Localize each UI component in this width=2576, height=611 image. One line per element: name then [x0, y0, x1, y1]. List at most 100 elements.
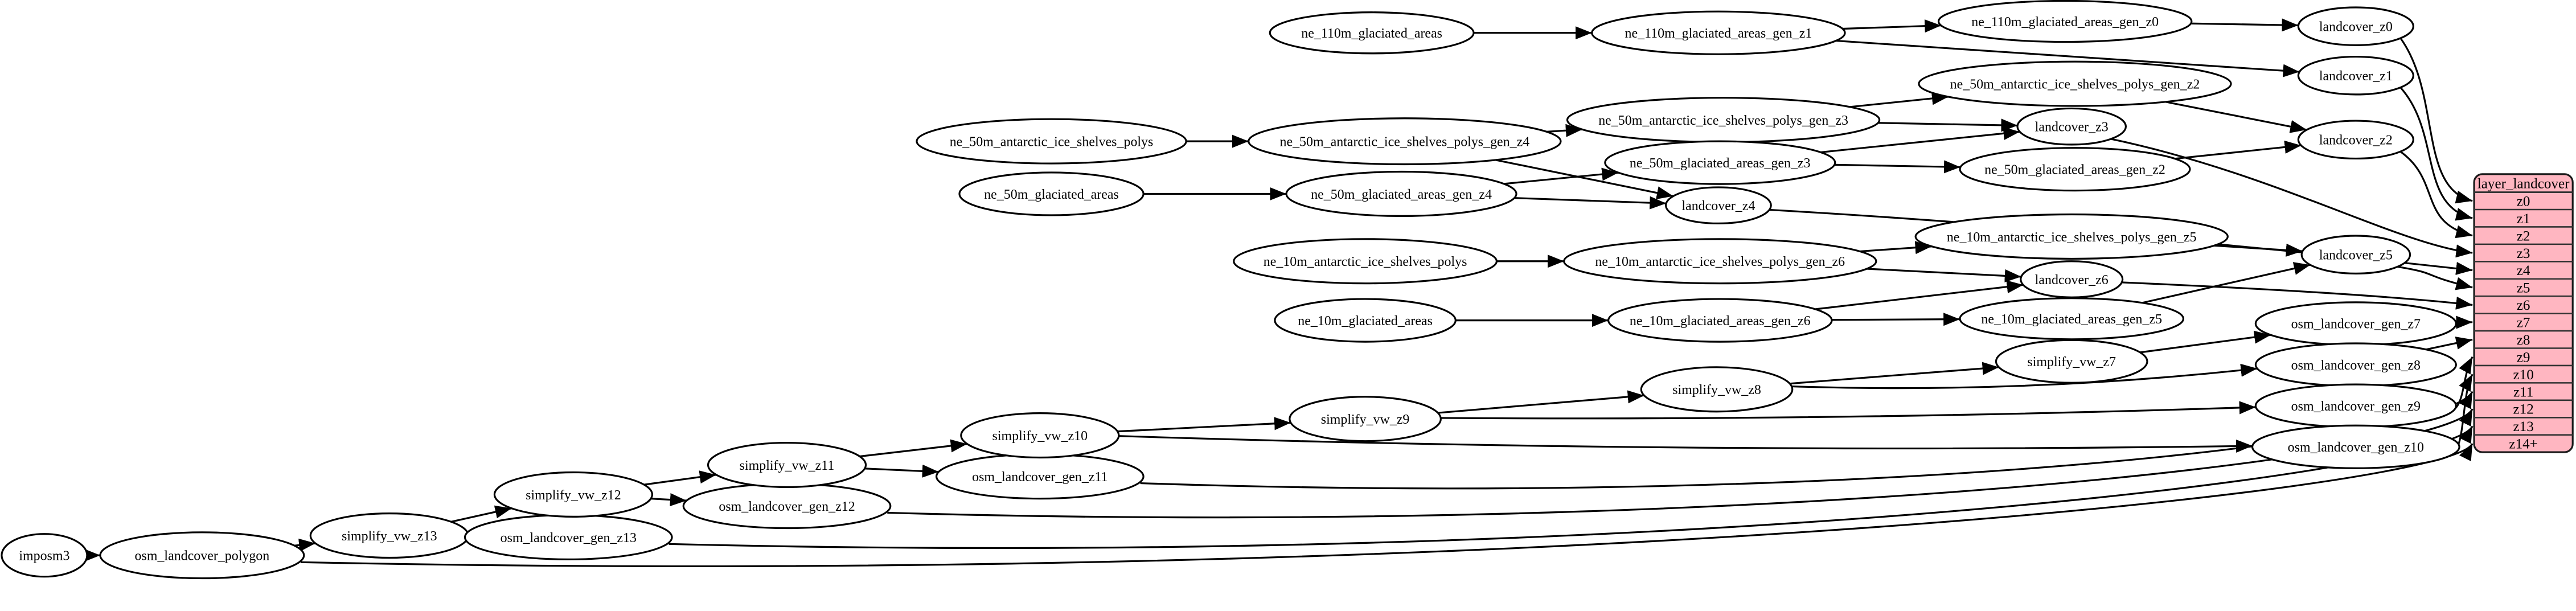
- node-simplify_vw_z11: simplify_vw_z11: [707, 441, 867, 489]
- node-ellipse-ne_110m_glaciated_areas: [1269, 11, 1475, 55]
- node-ellipse-landcover_z4: [1665, 186, 1772, 224]
- node-ne_50m_antarctic_ice_shelves_polys_gen_z3: ne_50m_antarctic_ice_shelves_polys_gen_z…: [1566, 97, 1881, 143]
- table-row-label-z14+: z14+: [2509, 437, 2537, 452]
- edge-ne_50m_glaciated_areas_gen_z4-to-ne_50m_glaciated_areas_gen_z3: [1503, 167, 1619, 185]
- node-landcover_z0: landcover_z0: [2297, 6, 2414, 46]
- edge-landcover_z2-to-row-z2: [2400, 151, 2473, 239]
- node-osm_landcover_polygon: osm_landcover_polygon: [99, 531, 305, 580]
- node-ne_50m_antarctic_ice_shelves_polys: ne_50m_antarctic_ice_shelves_polys: [916, 118, 1187, 165]
- node-ne_10m_antarctic_ice_shelves_polys_gen_z5: ne_10m_antarctic_ice_shelves_polys_gen_z…: [1914, 213, 2229, 260]
- node-label-osm_landcover_polygon: osm_landcover_polygon: [135, 549, 270, 564]
- edge-simplify_vw_z8-to-osm_landcover_gen_z8: [1791, 363, 2258, 389]
- node-landcover_z3: landcover_z3: [2016, 107, 2127, 146]
- node-ellipse-simplify_vw_z11: [707, 441, 867, 489]
- node-landcover_z2: landcover_z2: [2297, 120, 2414, 160]
- node-ellipse-imposm3: [1, 533, 88, 578]
- edge-simplify_vw_z11-to-simplify_vw_z10: [859, 439, 967, 458]
- node-osm_landcover_gen_z8: osm_landcover_gen_z8: [2254, 342, 2457, 387]
- node-ellipse-ne_10m_antarctic_ice_shelves_polys_gen_z5: [1914, 213, 2229, 260]
- edge-ne_50m_antarctic_ice_shelves_polys_gen_z4-to-landcover_z4: [1495, 159, 1673, 200]
- node-ellipse-ne_10m_antarctic_ice_shelves_polys: [1233, 238, 1498, 285]
- node-imposm3: imposm3: [1, 533, 88, 578]
- edge-simplify_vw_z10-to-osm_landcover_gen_z10: [1118, 435, 2253, 453]
- node-osm_landcover_gen_z10: osm_landcover_gen_z10: [2251, 424, 2460, 469]
- node-osm_landcover_gen_z9: osm_landcover_gen_z9: [2254, 383, 2457, 428]
- node-ne_50m_glaciated_areas_gen_z3: ne_50m_glaciated_areas_gen_z3: [1604, 140, 1836, 185]
- edge-ne_50m_antarctic_ice_shelves_polys_gen_z3-to-landcover_z3: [1878, 118, 2018, 132]
- node-label-landcover_z3: landcover_z3: [2035, 120, 2109, 135]
- node-ellipse-ne_10m_glaciated_areas_gen_z6: [1607, 298, 1833, 343]
- edge-landcover_z5-to-row-z5: [2398, 265, 2473, 290]
- node-label-ne_50m_glaciated_areas_gen_z3: ne_50m_glaciated_areas_gen_z3: [1630, 156, 1811, 171]
- node-simplify_vw_z8: simplify_vw_z8: [1640, 366, 1794, 413]
- node-label-simplify_vw_z11: simplify_vw_z11: [740, 458, 835, 473]
- node-ne_50m_glaciated_areas: ne_50m_glaciated_areas: [958, 171, 1145, 216]
- node-label-ne_10m_antarctic_ice_shelves_polys_gen_z6: ne_10m_antarctic_ice_shelves_polys_gen_z…: [1595, 255, 1845, 269]
- node-osm_landcover_gen_z7: osm_landcover_gen_z7: [2254, 301, 2457, 346]
- node-label-landcover_z2: landcover_z2: [2319, 133, 2393, 148]
- nodes-layer: imposm3 osm_landcover_polygon simplify_vw_…: [1, 0, 2460, 580]
- node-ellipse-landcover_z1: [2297, 55, 2414, 96]
- edge-osm_landcover_polygon-to-row-z14+: [301, 443, 2474, 567]
- node-label-ne_50m_antarctic_ice_shelves_polys_gen_z3: ne_50m_antarctic_ice_shelves_polys_gen_z…: [1598, 113, 1848, 128]
- node-label-ne_10m_antarctic_ice_shelves_polys: ne_10m_antarctic_ice_shelves_polys: [1264, 255, 1467, 269]
- node-label-osm_landcover_gen_z9: osm_landcover_gen_z9: [2291, 399, 2421, 414]
- table-row-label-z7: z7: [2517, 315, 2530, 331]
- edge-landcover_z3-to-row-z3: [2111, 138, 2473, 258]
- table-row-label-z3: z3: [2517, 246, 2530, 261]
- node-label-landcover_z5: landcover_z5: [2319, 248, 2393, 263]
- table-row-label-z8: z8: [2517, 333, 2530, 348]
- node-label-ne_50m_glaciated_areas: ne_50m_glaciated_areas: [984, 187, 1119, 202]
- node-simplify_vw_z10: simplify_vw_z10: [960, 412, 1120, 459]
- node-ne_10m_glaciated_areas: ne_10m_glaciated_areas: [1274, 298, 1457, 343]
- node-label-osm_landcover_gen_z8: osm_landcover_gen_z8: [2291, 358, 2421, 373]
- node-ne_10m_antarctic_ice_shelves_polys_gen_z6: ne_10m_antarctic_ice_shelves_polys_gen_z…: [1563, 238, 1877, 285]
- table-row-label-z2: z2: [2517, 228, 2530, 244]
- node-ellipse-simplify_vw_z9: [1289, 396, 1442, 442]
- node-osm_landcover_gen_z12: osm_landcover_gen_z12: [682, 483, 892, 530]
- node-label-ne_10m_glaciated_areas: ne_10m_glaciated_areas: [1298, 314, 1433, 329]
- node-label-ne_110m_glaciated_areas: ne_110m_glaciated_areas: [1301, 26, 1442, 41]
- edge-simplify_vw_z13-to-simplify_vw_z12: [450, 505, 512, 523]
- edge-ne_110m_glaciated_areas_gen_z1-to-landcover_z1: [1836, 39, 2300, 77]
- node-label-imposm3: imposm3: [19, 549, 69, 564]
- edge-simplify_vw_z9-to-osm_landcover_gen_z9: [1441, 401, 2256, 420]
- node-osm_landcover_gen_z13: osm_landcover_gen_z13: [463, 514, 673, 560]
- node-ellipse-ne_10m_antarctic_ice_shelves_polys_gen_z6: [1563, 238, 1877, 285]
- edge-ne_110m_glaciated_areas_gen_z1-to-ne_110m_glaciated_areas_gen_z0: [1842, 19, 1942, 33]
- node-label-simplify_vw_z10: simplify_vw_z10: [992, 429, 1088, 444]
- node-label-landcover_z6: landcover_z6: [2035, 273, 2109, 288]
- edge-simplify_vw_z8-to-simplify_vw_z7: [1790, 362, 1999, 385]
- edge-ne_10m_antarctic_ice_shelves_polys_gen_z6-to-landcover_z6: [1867, 268, 2021, 282]
- edge-simplify_vw_z7-to-osm_landcover_gen_z7: [2140, 330, 2271, 354]
- table-row-label-z10: z10: [2513, 367, 2534, 383]
- node-label-ne_10m_glaciated_areas_gen_z6: ne_10m_glaciated_areas_gen_z6: [1630, 314, 1811, 329]
- node-label-osm_landcover_gen_z10: osm_landcover_gen_z10: [2288, 440, 2424, 455]
- node-ellipse-simplify_vw_z10: [960, 412, 1120, 459]
- edge-simplify_vw_z10-to-simplify_vw_z9: [1117, 417, 1291, 433]
- node-label-osm_landcover_gen_z7: osm_landcover_gen_z7: [2291, 317, 2421, 332]
- node-landcover_z6: landcover_z6: [2020, 260, 2124, 298]
- node-ne_10m_glaciated_areas_gen_z6: ne_10m_glaciated_areas_gen_z6: [1607, 298, 1833, 343]
- node-ellipse-ne_110m_glaciated_areas_gen_z0: [1938, 0, 2193, 43]
- table-row-label-z12: z12: [2513, 402, 2534, 417]
- node-ellipse-ne_10m_glaciated_areas_gen_z5: [1959, 297, 2185, 341]
- node-ellipse-ne_10m_glaciated_areas: [1274, 298, 1457, 343]
- node-label-ne_10m_antarctic_ice_shelves_polys_gen_z5: ne_10m_antarctic_ice_shelves_polys_gen_z…: [1947, 230, 2197, 245]
- node-label-osm_landcover_gen_z13: osm_landcover_gen_z13: [501, 531, 637, 546]
- node-ellipse-ne_50m_antarctic_ice_shelves_polys: [916, 118, 1187, 165]
- node-ellipse-ne_50m_antarctic_ice_shelves_polys_gen_z4: [1248, 117, 1562, 166]
- node-ellipse-landcover_z3: [2016, 107, 2127, 146]
- edge-landcover_z1-to-row-z1: [2399, 87, 2473, 221]
- edge-ne_50m_glaciated_areas_gen_z2-to-landcover_z2: [2175, 140, 2302, 160]
- node-ne_110m_glaciated_areas_gen_z1: ne_110m_glaciated_areas_gen_z1: [1591, 10, 1846, 55]
- node-landcover_z1: landcover_z1: [2297, 55, 2414, 96]
- edge-ne_50m_glaciated_areas_gen_z3-to-landcover_z3: [1820, 126, 2020, 154]
- layer-landcover-table: layer_landcoverz0z1z2z3z4z5z6z7z8z9z10z1…: [2473, 173, 2574, 453]
- edge-simplify_vw_z11-to-osm_landcover_gen_z11: [864, 464, 939, 478]
- edge-ne_50m_glaciated_areas_gen_z4-to-landcover_z4: [1514, 196, 1667, 210]
- node-label-landcover_z1: landcover_z1: [2319, 69, 2393, 84]
- node-label-simplify_vw_z8: simplify_vw_z8: [1672, 383, 1761, 397]
- node-ellipse-ne_50m_glaciated_areas_gen_z2: [1959, 147, 2191, 192]
